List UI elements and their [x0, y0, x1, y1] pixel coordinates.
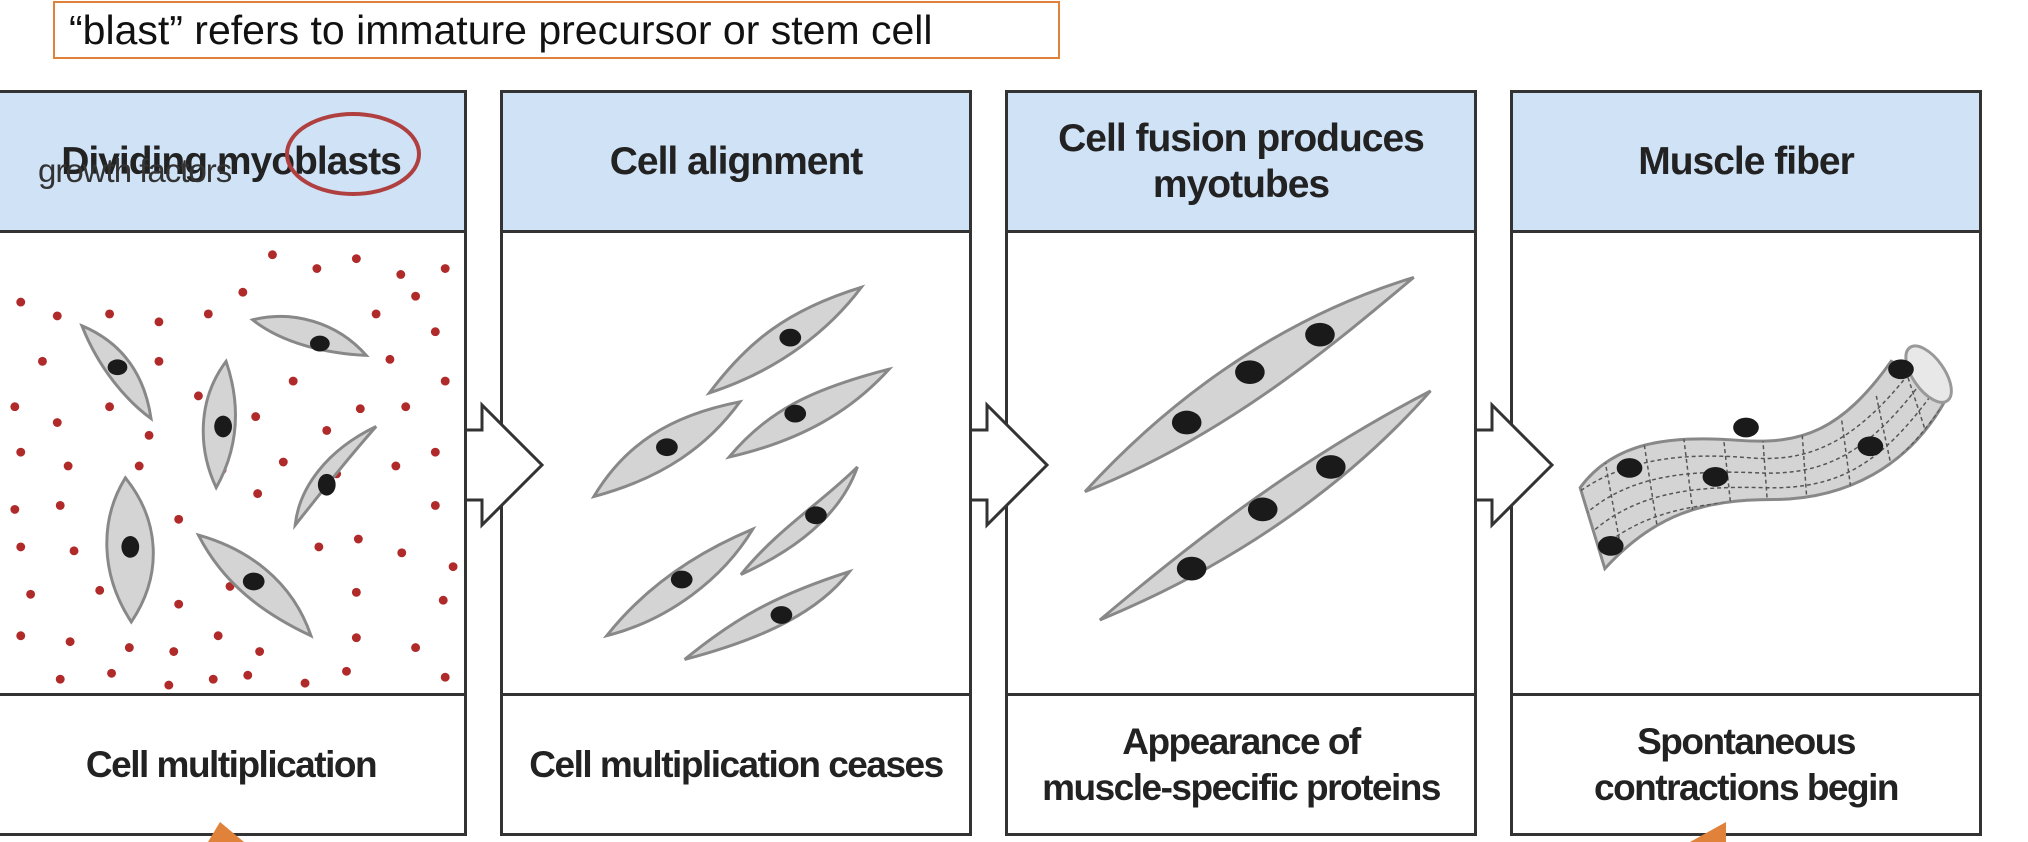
panel-caption-text: Cell multiplication ceases	[529, 743, 944, 785]
muscle-fiber-illustration	[1513, 233, 1979, 693]
blast-definition-note: “blast” refers to immature precursor or …	[53, 1, 1060, 59]
panel-caption: Cell multiplication	[0, 693, 464, 833]
flow-arrow-3	[1477, 401, 1555, 529]
panel-title: Cell fusion produces myotubes	[1008, 93, 1474, 233]
panel-cell-alignment: Cell alignment Cell multiplication cea	[500, 90, 972, 836]
panel-muscle-fiber: Muscle fiber	[1510, 90, 1982, 836]
myoblast-diagram	[10, 250, 458, 690]
panel-caption-text: Spontaneous contractions begin	[1594, 720, 1899, 808]
myoblast-illustration	[0, 233, 464, 693]
growth-factor-dots	[10, 250, 458, 690]
myotube-illustration	[1008, 233, 1474, 693]
panel-caption: Cell multiplication ceases	[503, 693, 969, 833]
fiber-cross-section	[1904, 344, 1953, 404]
muscle-fiber-nuclei	[1597, 359, 1914, 556]
aligned-cells	[590, 284, 894, 661]
myotubes	[1083, 276, 1432, 622]
panel-caption-text: Appearance of muscle-specific proteins	[1042, 720, 1441, 808]
aligned-cells-illustration	[503, 233, 969, 693]
panel-caption: Spontaneous contractions begin	[1513, 693, 1979, 833]
panel-caption-text: Cell multiplication	[85, 743, 378, 785]
orange-pointer-2	[1690, 822, 1726, 842]
highlight-circle	[285, 112, 421, 196]
myotube-diagram	[1083, 276, 1432, 622]
panel-title-text: Cell alignment	[609, 139, 864, 183]
orange-pointer-1	[208, 822, 244, 842]
panel-cell-fusion: Cell fusion produces myotubes Appearance…	[1005, 90, 1477, 836]
myoblast-nuclei	[107, 335, 336, 591]
aligned-cell-nuclei	[656, 328, 827, 624]
panel-title-text: Dividing myoblasts	[61, 139, 402, 183]
flow-arrow-1	[467, 401, 545, 529]
growth-factors-label: growth factors	[38, 152, 232, 189]
panel-caption: Appearance of muscle-specific proteins	[1008, 693, 1474, 833]
flow-arrow-2	[972, 401, 1050, 529]
muscle-fiber-diagram	[1578, 344, 1953, 572]
panel-title: Dividing myoblasts	[0, 93, 464, 233]
aligned-cells-diagram	[590, 284, 894, 661]
myotube-nuclei	[1171, 322, 1346, 581]
panel-title-text: Cell fusion produces myotubes	[1058, 116, 1425, 206]
panel-dividing-myoblasts: Dividing myoblasts	[0, 90, 467, 836]
panel-title: Cell alignment	[503, 93, 969, 233]
panel-title-text: Muscle fiber	[1638, 139, 1855, 183]
panel-title: Muscle fiber	[1513, 93, 1979, 233]
